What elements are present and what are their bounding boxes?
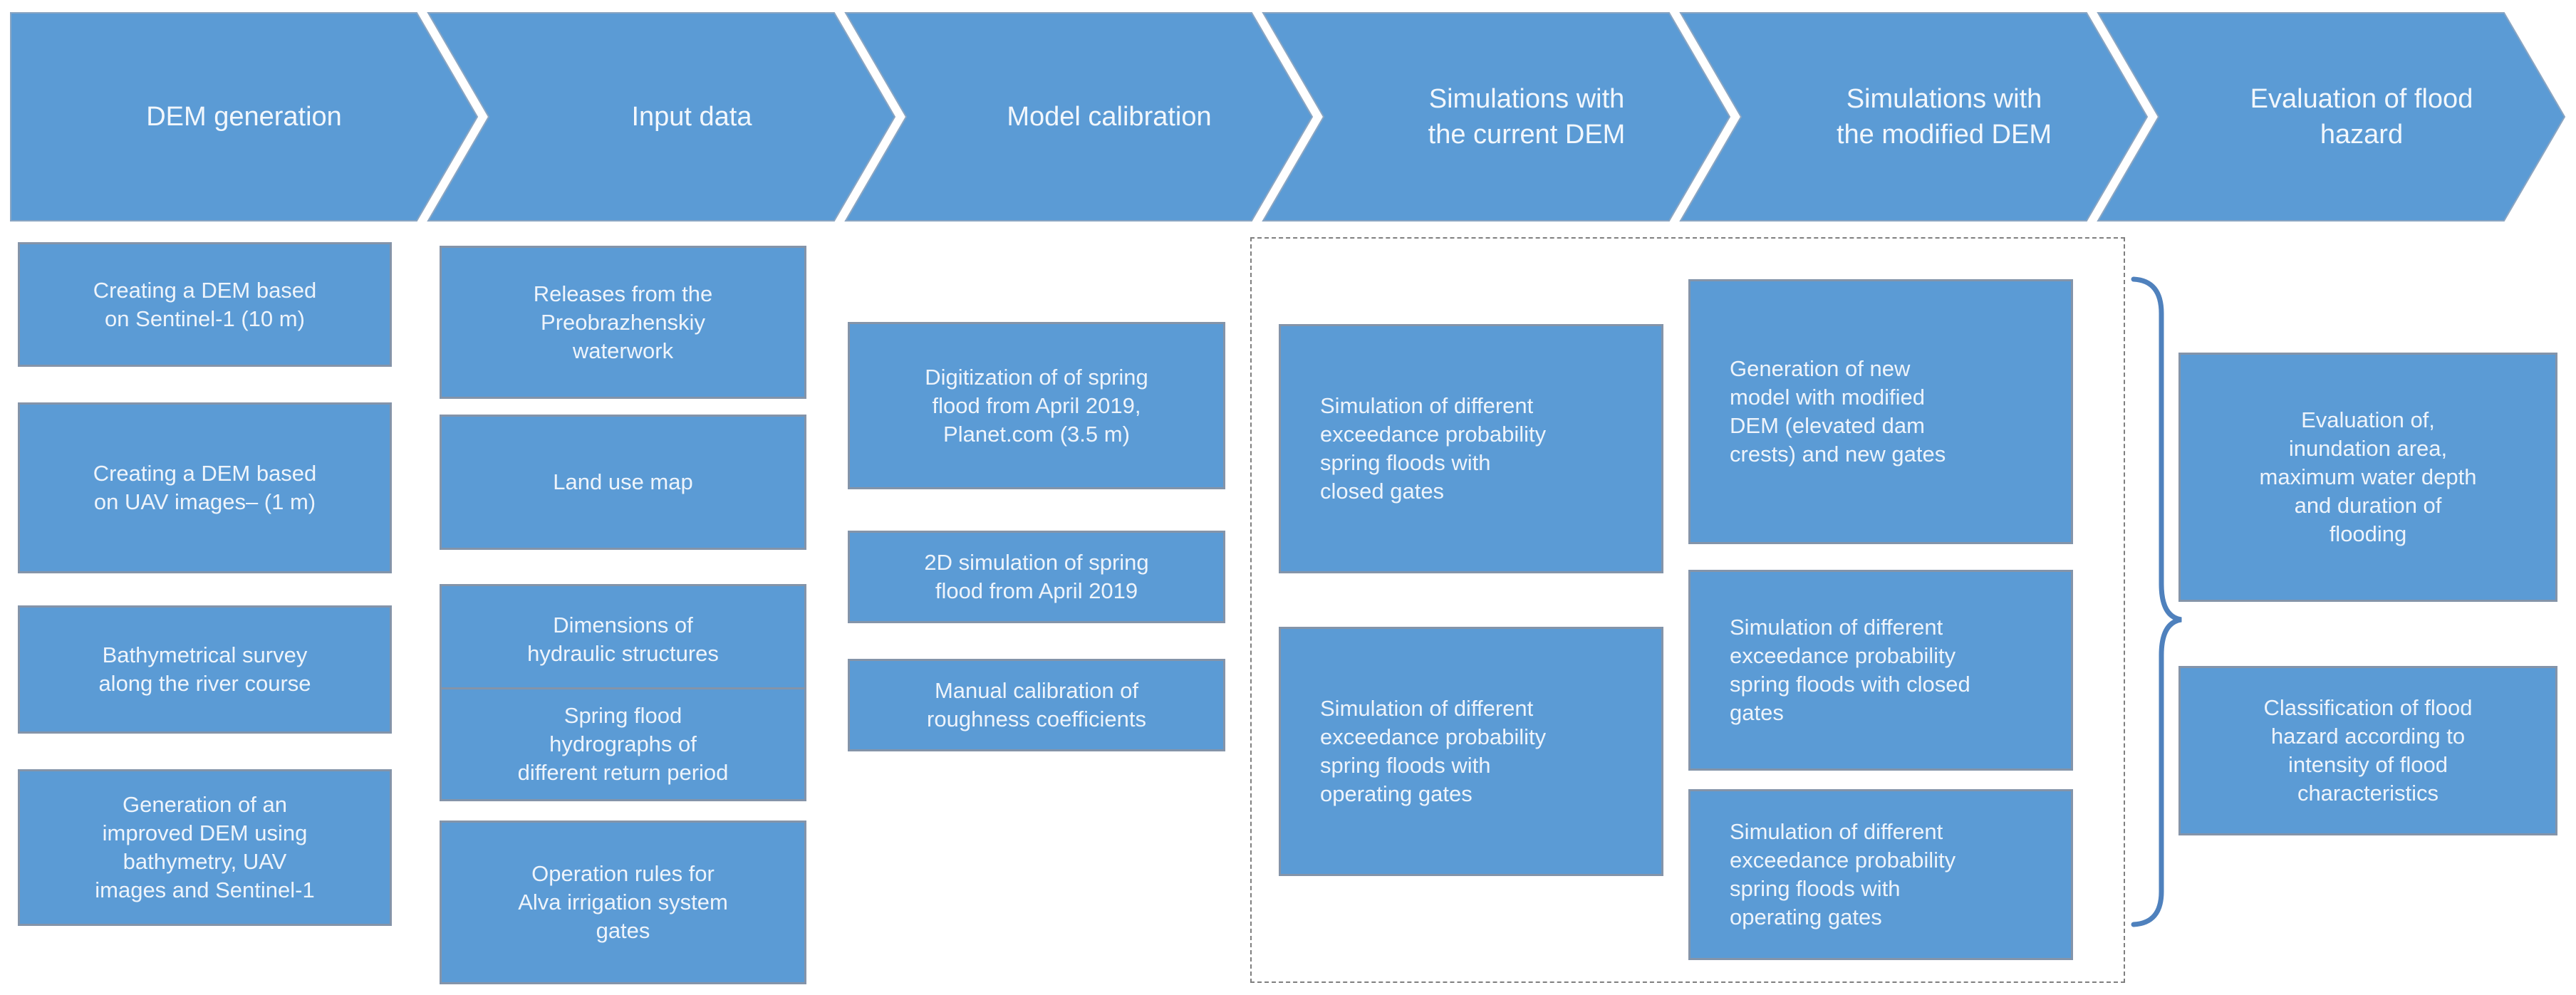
process-box-dem-uav: Creating a DEM based on UAV images– (1 m… (18, 402, 392, 573)
chevron-shape-model-calibration (844, 12, 1314, 222)
process-box-manual-calibration: Manual calibration of roughness coeffici… (848, 659, 1225, 751)
chevron-shape-simulations-modified-dem (1679, 12, 2149, 222)
process-box-sim-mod-operating-gates: Simulation of different exceedance proba… (1688, 789, 2073, 960)
curly-brace-icon (2131, 276, 2182, 927)
process-box-digitization: Digitization of of spring flood from Apr… (848, 322, 1225, 489)
chevron-banner (10, 12, 2566, 222)
process-box-hydrographs: Spring flood hydrographs of different re… (440, 687, 806, 801)
process-box-sim-closed-gates: Simulation of different exceedance proba… (1279, 324, 1663, 573)
process-box-sim-operating-gates: Simulation of different exceedance proba… (1279, 627, 1663, 876)
chevron-shape-simulations-current-dem (1262, 12, 1731, 222)
stage-label-simulations-current: Simulations with the current DEM (1428, 83, 1626, 150)
process-box-sim-mod-closed-gates: Simulation of different exceedance proba… (1688, 570, 2073, 771)
chevron-shape-dem-generation (10, 12, 479, 222)
process-box-releases: Releases from the Preobrazhenskiy waterw… (440, 246, 806, 399)
stage-label-input-data: Input data (631, 101, 752, 132)
process-box-improved-dem: Generation of an improved DEM using bath… (18, 769, 392, 926)
process-box-2d-simulation: 2D simulation of spring flood from April… (848, 531, 1225, 623)
stage-label-dem-generation: DEM generation (146, 101, 342, 132)
stage-label-simulations-modified: Simulations with the modified DEM (1836, 83, 2052, 150)
process-box-classification: Classification of flood hazard according… (2178, 666, 2557, 835)
process-box-dem-sentinel: Creating a DEM based on Sentinel-1 (10 m… (18, 242, 392, 367)
process-box-land-use: Land use map (440, 415, 806, 550)
chevron-shape-input-data (427, 12, 896, 222)
chevron-shape-evaluation-flood-hazard (2097, 12, 2566, 222)
process-box-evaluation: Evaluation of, inundation area, maximum … (2178, 353, 2557, 602)
process-box-new-model: Generation of new model with modified DE… (1688, 279, 2073, 544)
process-box-operation-rules: Operation rules for Alva irrigation syst… (440, 821, 806, 984)
stage-label-model-calibration: Model calibration (1007, 101, 1212, 132)
stage-label-evaluation: Evaluation of flood hazard (2250, 83, 2473, 150)
process-box-bathymetry: Bathymetrical survey along the river cou… (18, 605, 392, 734)
process-box-dimensions: Dimensions of hydraulic structures (440, 584, 806, 694)
simulations-group-outline (1250, 237, 2125, 983)
